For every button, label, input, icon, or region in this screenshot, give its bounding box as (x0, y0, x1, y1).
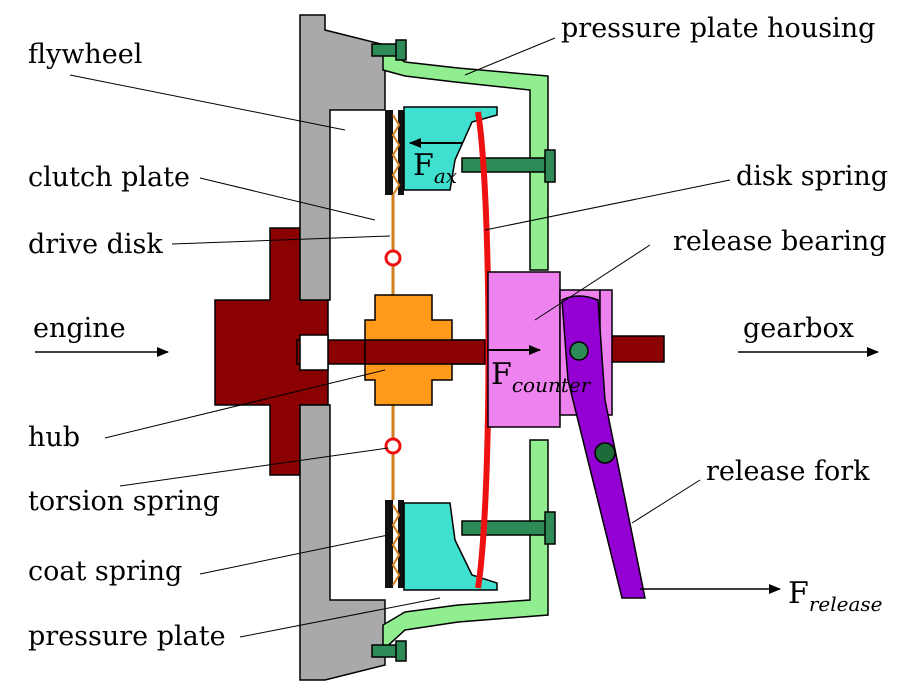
label-f-release: Frelease (788, 576, 882, 616)
pressure-plate-top (403, 106, 498, 191)
label-clutch-plate: clutch plate (28, 162, 190, 193)
clutch-plate-top (385, 110, 404, 196)
label-drive-disk: drive disk (28, 229, 163, 260)
label-hub: hub (28, 422, 80, 453)
label-torsion-spring: torsion spring (28, 486, 220, 517)
label-coat-spring: coat spring (28, 556, 182, 587)
torsion-spring-bottom (384, 437, 402, 455)
label-release-fork: release fork (706, 456, 870, 487)
label-pressure-plate: pressure plate (28, 621, 226, 652)
hub (364, 294, 486, 406)
coat-spring-top (391, 114, 401, 196)
flywheel (299, 14, 386, 681)
label-f-ax: Fax (413, 148, 457, 188)
leader-lines (69, 37, 731, 638)
housing-bolt-bottom (371, 640, 407, 662)
fork-pivot-upper (569, 341, 589, 361)
pressure-plate-housing (382, 46, 549, 652)
label-flywheel: flywheel (28, 39, 142, 70)
label-f-counter: Fcounter (491, 357, 592, 397)
label-engine: engine (33, 313, 126, 344)
housing-bolt-top (371, 39, 407, 61)
pressure-plate-bottom (403, 502, 498, 591)
label-gearbox: gearbox (743, 313, 854, 344)
label-pressure-plate-housing: pressure plate housing (561, 13, 875, 44)
clutch-plate-bottom (385, 500, 404, 588)
fork-pivot-lower (594, 442, 616, 464)
label-disk-spring: disk spring (736, 161, 888, 192)
coat-spring-bottom (391, 504, 401, 586)
label-release-bearing: release bearing (673, 226, 887, 257)
torsion-spring-top (384, 249, 402, 267)
